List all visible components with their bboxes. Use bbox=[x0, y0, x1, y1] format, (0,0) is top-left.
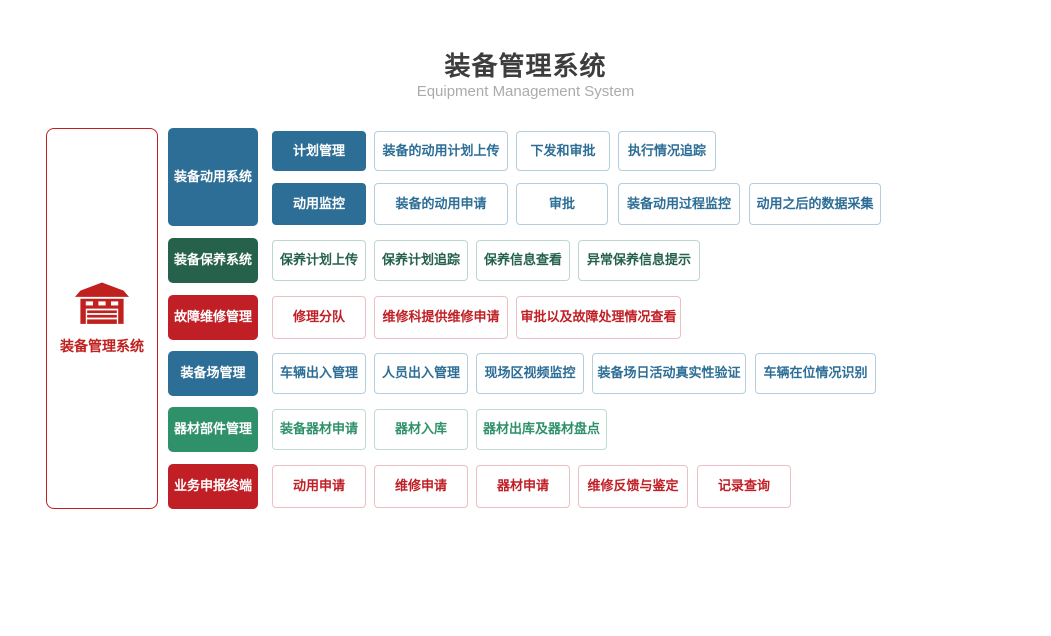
category-fault-repair-management: 故障维修管理 bbox=[168, 295, 258, 340]
node-usage-process-monitoring: 装备动用过程监控 bbox=[618, 183, 740, 225]
page-subtitle: Equipment Management System bbox=[416, 83, 635, 100]
node-yard-activity-verification: 装备场日活动真实性验证 bbox=[592, 353, 746, 394]
node-personnel-access-management: 人员出入管理 bbox=[374, 353, 468, 394]
node-approval: 审批 bbox=[516, 183, 608, 225]
node-site-video-surveillance: 现场区视频监控 bbox=[476, 353, 584, 394]
node-material-inbound: 器材入库 bbox=[374, 409, 468, 450]
category-equipment-yard-management: 装备场管理 bbox=[168, 351, 258, 396]
node-repair-request: 维修申请 bbox=[374, 465, 468, 508]
node-usage-application: 装备的动用申请 bbox=[374, 183, 508, 225]
node-plan-management: 计划管理 bbox=[272, 131, 366, 171]
node-execution-tracking: 执行情况追踪 bbox=[618, 131, 716, 171]
category-material-parts-management: 器材部件管理 bbox=[168, 407, 258, 452]
node-maintenance-plan-upload: 保养计划上传 bbox=[272, 240, 366, 281]
category-business-declaration-terminal: 业务申报终端 bbox=[168, 464, 258, 509]
node-usage-plan-upload: 装备的动用计划上传 bbox=[374, 131, 508, 171]
page-title: 装备管理系统 bbox=[444, 51, 607, 81]
category-equipment-usage-system: 装备动用系统 bbox=[168, 128, 258, 226]
node-equipment-material-application: 装备器材申请 bbox=[272, 409, 366, 450]
node-repair-team: 修理分队 bbox=[272, 296, 366, 339]
node-maintenance-info-view: 保养信息查看 bbox=[476, 240, 570, 281]
category-equipment-maintenance-system: 装备保养系统 bbox=[168, 238, 258, 283]
node-usage-request: 动用申请 bbox=[272, 465, 366, 508]
node-maintenance-plan-tracking: 保养计划追踪 bbox=[374, 240, 468, 281]
node-issue-and-approval: 下发和审批 bbox=[516, 131, 610, 171]
node-approval-fault-handling-view: 审批以及故障处理情况查看 bbox=[516, 296, 681, 339]
node-material-request: 器材申请 bbox=[476, 465, 570, 508]
root-system-box: 装备管理系统 bbox=[46, 128, 158, 509]
node-vehicle-access-management: 车辆出入管理 bbox=[272, 353, 366, 394]
node-vehicle-presence-recognition: 车辆在位情况识别 bbox=[755, 353, 876, 394]
node-abnormal-maintenance-alert: 异常保养信息提示 bbox=[578, 240, 700, 281]
node-usage-monitoring: 动用监控 bbox=[272, 183, 366, 225]
node-material-outbound-inventory: 器材出库及器材盘点 bbox=[476, 409, 607, 450]
warehouse-icon bbox=[75, 282, 129, 324]
root-system-label: 装备管理系统 bbox=[60, 337, 144, 354]
node-repair-feedback-appraisal: 维修反馈与鉴定 bbox=[578, 465, 688, 508]
node-record-query: 记录查询 bbox=[697, 465, 791, 508]
node-repair-dept-application: 维修科提供维修申请 bbox=[374, 296, 508, 339]
node-post-usage-data-collection: 动用之后的数据采集 bbox=[749, 183, 881, 225]
